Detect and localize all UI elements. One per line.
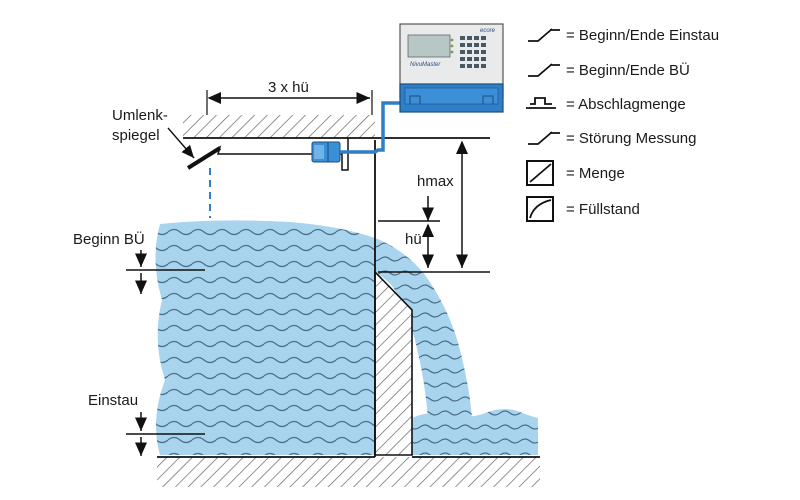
mirror-leader (167, 127, 195, 159)
svg-text:= Menge: = Menge (566, 165, 625, 182)
mirror-label-line2: spiegel (112, 127, 160, 144)
hu-label: hü (405, 231, 422, 248)
upstream-water (155, 220, 375, 455)
ultrasonic-sensor (311, 141, 341, 163)
legend-item-bu: = Beginn/Ende BÜ (528, 61, 690, 79)
legend-item-menge: = Menge (526, 160, 625, 186)
svg-text:= Beginn/Ende Einstau: = Beginn/Ende Einstau (566, 27, 719, 44)
legend-item-abschlag: = Abschlagmenge (526, 96, 686, 113)
mirror-bracket (189, 138, 349, 171)
relay-switch-icon (528, 28, 560, 42)
sensor-cable (340, 101, 404, 154)
svg-text:= Abschlagmenge: = Abschlagmenge (566, 96, 686, 113)
device-brand: ecore (480, 28, 496, 34)
relay-switch-icon (528, 131, 560, 145)
einstau-label: Einstau (88, 392, 138, 409)
device-model: NivuMaster (410, 62, 441, 68)
legend-item-einstau: = Beginn/Ende Einstau (528, 27, 719, 44)
ceiling-slab (183, 115, 375, 138)
channel-floor (157, 457, 540, 487)
svg-text:= Störung Messung: = Störung Messung (566, 130, 697, 147)
dimension-3xhu-label: 3 x hü (268, 79, 309, 96)
downstream-water (412, 409, 538, 455)
pulse-icon (526, 97, 556, 109)
svg-text:= Füllstand: = Füllstand (566, 201, 640, 218)
legend-item-stoerung: = Störung Messung (528, 130, 697, 147)
hmax-label: hmax (417, 173, 454, 190)
beginn-bu-label: Beginn BÜ (73, 230, 145, 248)
mirror-label-line1: Umlenk- (112, 107, 168, 124)
relay-switch-icon (528, 63, 560, 77)
legend-item-fuellstand: = Füllstand (526, 196, 640, 222)
svg-text:= Beginn/Ende BÜ: = Beginn/Ende BÜ (566, 61, 690, 79)
controller-device: ecore NivuMaster (399, 23, 504, 113)
legend: = Beginn/Ende Einstau = Beginn/Ende BÜ =… (526, 27, 719, 222)
overflow-jet (375, 238, 472, 418)
